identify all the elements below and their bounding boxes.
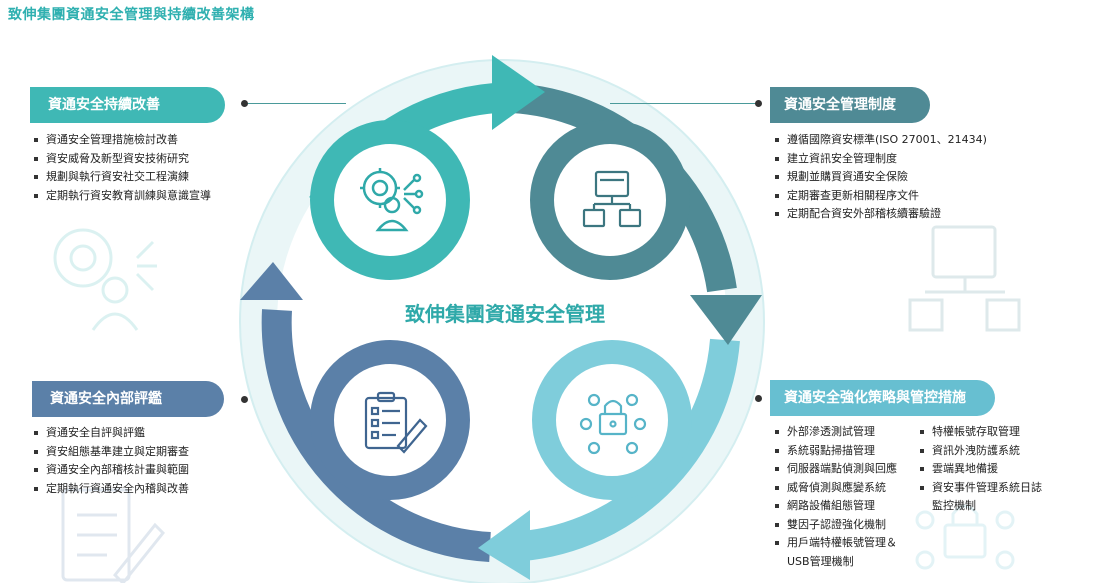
list-item: 資安事件管理系統日誌: [920, 479, 1042, 498]
section-header-audit: 資通安全內部評鑑: [32, 381, 224, 417]
list-item: 系統弱點掃描管理: [775, 442, 897, 461]
list-item: 資訊外洩防護系統: [920, 442, 1042, 461]
leader-dot: [755, 395, 762, 402]
list-item: 雲端異地備援: [920, 460, 1042, 479]
lock-checks-icon: [579, 393, 647, 455]
list-item: 遵循國際資安標準(ISO 27001、21434): [775, 131, 987, 150]
section-header-controls: 資通安全強化策略與管控措施: [770, 380, 995, 416]
list-item: 伺服器端點偵測與回應: [775, 460, 897, 479]
lock-watermark-icon: [915, 504, 1015, 570]
arrowhead-left: [240, 262, 303, 300]
list-item: 資通安全自評與評鑑: [34, 424, 189, 443]
clipboard-watermark-icon: [61, 488, 165, 583]
list-item: 資通安全管理措施檢討改善: [34, 131, 211, 150]
audit-list: 資通安全自評與評鑑 資安組態基準建立與定期審查 資通安全內部稽核計畫與範圍 定期…: [34, 424, 189, 498]
gear-person-watermark-icon: [53, 228, 157, 331]
improvement-list: 資通安全管理措施檢討改善 資安威脅及新型資安技術研究 規劃與執行資安社交工程演練…: [34, 131, 211, 205]
list-item: 資通安全內部稽核計畫與範圍: [34, 461, 189, 480]
controls-list-left: 外部滲透測試管理 系統弱點掃描管理 伺服器端點偵測與回應 威脅偵測與應變系統 網…: [775, 423, 897, 571]
list-item: 規劃並購買資通安全保險: [775, 168, 987, 187]
list-item: 規劃與執行資安社交工程演練: [34, 168, 211, 187]
list-item: 威脅偵測與應變系統: [775, 479, 897, 498]
list-item: 雙因子認證強化機制: [775, 516, 897, 535]
list-item: 定期審查更新相關程序文件: [775, 187, 987, 206]
clipboard-checklist-icon: [364, 391, 428, 454]
list-item: 定期執行資安教育訓練與意識宣導: [34, 187, 211, 206]
security-gear-person-icon: [360, 168, 424, 232]
list-item: 特權帳號存取管理: [920, 423, 1042, 442]
list-item: 監控機制: [932, 499, 976, 512]
list-item: 定期配合資安外部稽核續審驗證: [775, 205, 987, 224]
center-label: 致伸集團資通安全管理: [405, 302, 605, 326]
arrowhead-bottom: [478, 510, 530, 580]
quadrant-circle-audit: [310, 340, 470, 500]
arrowhead-top: [492, 55, 545, 130]
list-item: 用戶端特權帳號管理＆: [775, 534, 897, 553]
list-item: 網路設備組態管理: [775, 497, 897, 516]
leader-line: [610, 103, 758, 104]
list-item: 外部滲透測試管理: [775, 423, 897, 442]
section-header-improvement: 資通安全持續改善: [30, 87, 225, 123]
folder-hierarchy-icon: [582, 170, 642, 228]
list-item: 資安威脅及新型資安技術研究: [34, 150, 211, 169]
quadrant-circle-policy: [530, 120, 690, 280]
list-item: 定期執行資通安全內稽與改善: [34, 480, 189, 499]
leader-dot: [755, 100, 762, 107]
leader-dot: [241, 100, 248, 107]
list-item: 建立資訊安全管理制度: [775, 150, 987, 169]
quadrant-circle-controls: [532, 340, 692, 500]
arrowhead-right: [690, 295, 762, 345]
controls-list-right: 特權帳號存取管理 資訊外洩防護系統 雲端異地備援 資安事件管理系統日誌 監控機制: [920, 423, 1042, 516]
leader-line: [246, 103, 346, 104]
leader-dot: [241, 396, 248, 403]
list-item: 資安組態基準建立與定期審查: [34, 443, 189, 462]
folder-watermark-icon: [908, 225, 1021, 332]
page-title: 致伸集團資通安全管理與持續改善架構: [8, 7, 255, 23]
section-header-policy: 資通安全管理制度: [770, 87, 930, 123]
policy-list: 遵循國際資安標準(ISO 27001、21434) 建立資訊安全管理制度 規劃並…: [775, 131, 987, 224]
list-item: USB管理機制: [787, 554, 854, 568]
